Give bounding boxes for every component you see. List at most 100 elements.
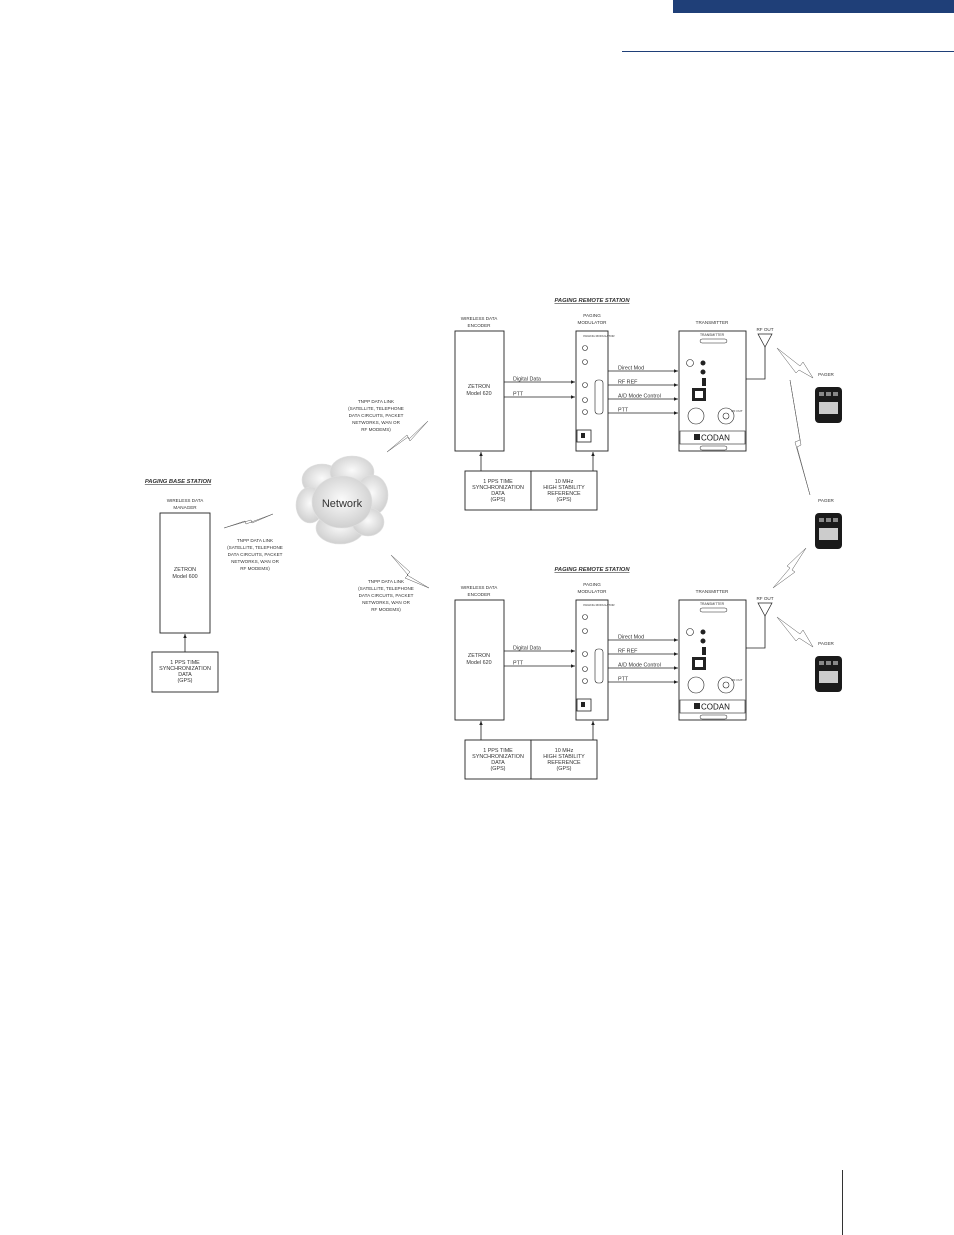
codan-logo-icon	[694, 434, 700, 440]
rf-out-port-label: RF OUT	[731, 678, 742, 682]
display-icon	[576, 698, 592, 712]
reference-text: HIGH STABILITY	[543, 754, 585, 760]
modulator-label: PAGING	[583, 582, 601, 587]
sync-box	[464, 470, 532, 511]
manager-label: MANAGER	[173, 505, 197, 510]
sync-text: 1 PPS TIME	[483, 479, 513, 485]
link-label: TNPP DATA LINK	[368, 579, 405, 584]
link-label: NETWORKS, WAN OR	[362, 600, 410, 605]
reference-box	[530, 739, 598, 780]
reference-text: REFERENCE	[547, 760, 581, 766]
paging-modulator-panel	[575, 330, 609, 452]
codan-logo-icon	[694, 703, 700, 709]
antenna-feed	[746, 616, 766, 649]
knob-icon	[582, 651, 588, 657]
input-signal-label: PTT	[513, 661, 524, 667]
ref-in-connector-icon	[686, 628, 694, 636]
modulator-label: MODULATOR	[578, 589, 608, 594]
pager-label: PAGER	[818, 641, 834, 646]
lightning-bolt-icon	[776, 347, 814, 379]
sync-text: SYNCHRONIZATION	[472, 754, 524, 760]
transmitter-panel-text: TRANSMITTER	[700, 602, 725, 606]
link-label: (SATELLITE, TELEPHONE	[358, 586, 414, 591]
reference-text: REFERENCE	[547, 491, 581, 497]
device-name: ZETRON	[174, 567, 196, 573]
sync-text: (GPS)	[178, 678, 193, 684]
encoder-label: WIRELESS DATA	[461, 316, 499, 321]
footer-divider	[842, 1170, 843, 1235]
device-name: ZETRON	[468, 653, 490, 659]
paging-remote-station: PAGING REMOTE STATION WIRELESS DATA ENCODE…	[454, 298, 774, 511]
base-station-title: PAGING BASE STATION	[145, 479, 212, 485]
output-signal-label: PTT	[618, 677, 629, 683]
knob-icon	[582, 678, 588, 684]
link-label: RF MODEMS)	[240, 566, 270, 571]
knob-icon	[582, 614, 588, 620]
modulator-panel-text: PAGING MODULATOR	[583, 603, 615, 607]
encoder-label: ENCODER	[468, 323, 492, 328]
knob-icon	[582, 345, 588, 351]
input-signal-label: PTT	[513, 392, 524, 398]
link-label: RF MODEMS)	[371, 607, 401, 612]
paging-modulator-panel	[575, 599, 609, 721]
knob-icon	[582, 382, 588, 388]
link-lower	[390, 554, 430, 589]
network-cloud: Network	[295, 455, 389, 545]
input-signal-label: Digital Data	[513, 377, 541, 383]
db-connector-icon	[594, 648, 604, 684]
db-connector-icon	[594, 379, 604, 415]
link-upper	[386, 420, 429, 453]
network-label: Network	[322, 498, 363, 510]
reference-text: (GPS)	[557, 766, 572, 772]
rf-out-label: RF OUT	[756, 596, 773, 601]
antenna-icon	[757, 333, 773, 348]
output-signal-label: A/D Mode Control	[618, 663, 661, 669]
reference-text: 10 MHz	[555, 479, 574, 485]
output-signal-label: RF REF	[618, 380, 638, 386]
usb-port-icon	[702, 647, 706, 655]
modulator-label: PAGING	[583, 313, 601, 318]
lightning-bolt-icon	[390, 554, 430, 589]
lightning-bolt-icon	[772, 547, 807, 589]
knob-icon	[582, 397, 588, 403]
remote-station-title: PAGING REMOTE STATION	[554, 567, 630, 573]
output-signal-label: A/D Mode Control	[618, 394, 661, 400]
device-model: Model 620	[466, 391, 491, 397]
link-label: DATA CIRCUITS, PACKET	[228, 552, 283, 557]
zetron-620-box	[454, 330, 505, 452]
paging-base-station: PAGING BASE STATION WIRELESS DATA MANAGE…	[145, 479, 219, 693]
lightning-bolt-icon	[776, 616, 814, 648]
link-label: (SATELLITE, TELEPHONE	[348, 406, 404, 411]
link-label: NETWORKS, WAN OR	[231, 559, 279, 564]
reference-text: HIGH STABILITY	[543, 485, 585, 491]
output-signal-label: RF REF	[618, 649, 638, 655]
transmitter-panel-text: TRANSMITTER	[700, 333, 725, 337]
zetron-600-box	[159, 512, 211, 634]
ref-in-connector-icon	[686, 359, 694, 367]
base-sync-box	[151, 651, 219, 693]
pager-icon	[815, 387, 842, 423]
sync-text: DATA	[491, 491, 505, 497]
link-label: NETWORKS, WAN OR	[352, 420, 400, 425]
link-base	[223, 513, 274, 529]
remote-station-title: PAGING REMOTE STATION	[554, 298, 630, 304]
antenna-feed	[746, 347, 766, 380]
pager-icon	[815, 656, 842, 692]
header-accent-bar	[673, 0, 954, 13]
sync-text: SYNCHRONIZATION	[472, 485, 524, 491]
link-label: TNPP DATA LINK	[237, 538, 274, 543]
pager-label: PAGER	[818, 372, 834, 377]
output-signal-label: PTT	[618, 408, 629, 414]
lightning-bolt-icon	[386, 420, 429, 453]
usb-port-icon	[702, 378, 706, 386]
display-icon	[576, 429, 592, 443]
pager: PAGER	[815, 641, 842, 692]
reference-text: 10 MHz	[555, 748, 574, 754]
sync-text: SYNCHRONIZATION	[159, 666, 211, 672]
mic-connector-icon	[687, 676, 705, 694]
input-signal-label: Digital Data	[513, 646, 541, 652]
pager-icon	[815, 513, 842, 549]
manager-label: WIRELESS DATA	[167, 498, 205, 503]
